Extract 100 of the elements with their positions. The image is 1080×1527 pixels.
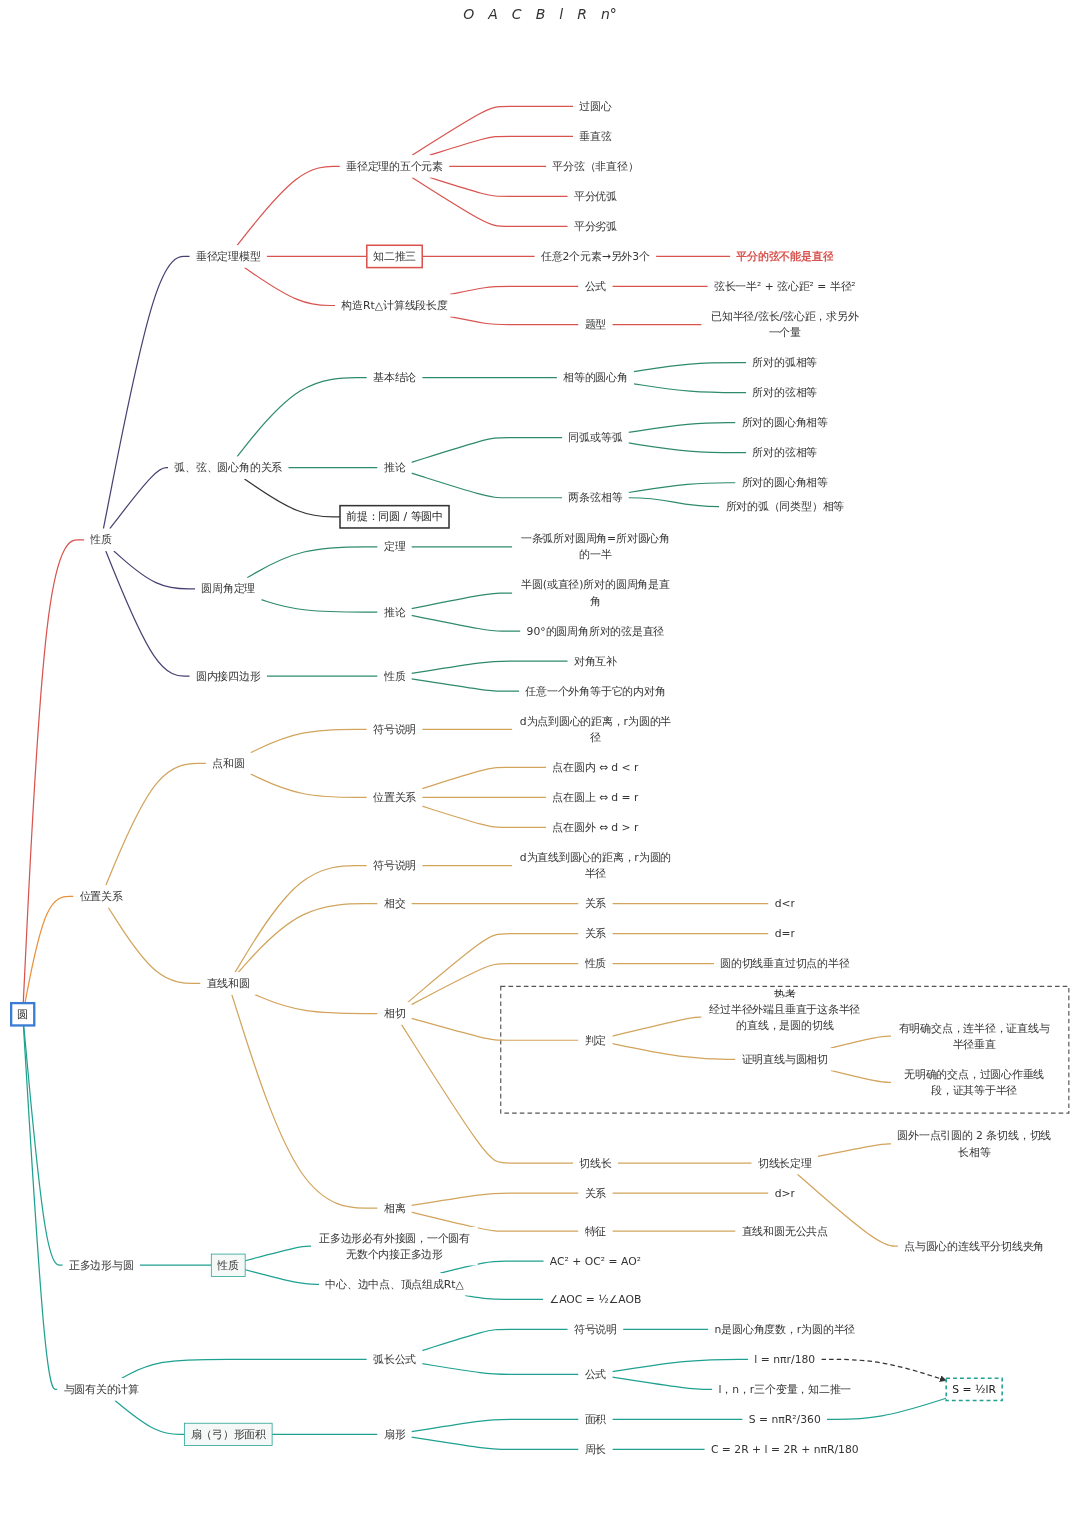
- connector: [611, 285, 709, 287]
- connector: [633, 382, 747, 393]
- node-text: 关系: [584, 896, 607, 910]
- connector: [231, 993, 379, 1209]
- connector: [410, 660, 569, 674]
- connector: [410, 1211, 580, 1232]
- node-text: 半圆(或直径)所对的圆周角是直角: [521, 578, 670, 607]
- node-text: 垂径定理模型: [195, 249, 261, 262]
- node-text: 弦长一半² + 弦心距² = 半径²: [713, 279, 856, 292]
- connector: [448, 165, 547, 167]
- node-text: 性质: [90, 533, 112, 546]
- connector: [611, 902, 770, 904]
- connector: [421, 864, 513, 866]
- connector: [236, 165, 341, 246]
- connector: [102, 255, 191, 529]
- node-text: n是圆心角度数，r为圆的半径: [714, 1322, 856, 1335]
- connector: [464, 1294, 544, 1300]
- node-text: 平分优弧: [573, 189, 617, 202]
- node-box: 知二推三: [366, 244, 423, 268]
- figure-label: B: [535, 6, 546, 22]
- connector: [411, 105, 574, 156]
- connector: [254, 993, 379, 1014]
- node-text: 一条弧所对圆周角=所对圆心角的一半: [520, 531, 670, 561]
- node-text: 过圆心: [579, 99, 612, 112]
- connector: [429, 176, 569, 197]
- node-text: 垂径定理的五个元素: [346, 159, 444, 172]
- node-text: 相离: [383, 1201, 406, 1214]
- connector: [421, 1362, 580, 1375]
- connector: [114, 1399, 185, 1435]
- node-text: 周长: [584, 1442, 607, 1455]
- node-box: 扇（弓）形面积: [183, 1422, 273, 1446]
- node-text: l = nπr/180: [754, 1352, 816, 1365]
- node-text: 直线和圆无公共点: [741, 1224, 828, 1237]
- connector: [829, 1069, 892, 1083]
- node-box: 性质: [210, 1253, 246, 1277]
- connector: [410, 902, 580, 904]
- node-text: 正多边形与圆: [68, 1258, 134, 1271]
- connector: [243, 266, 336, 306]
- node-text: d为直线到圆心的距离，r为圆的半径: [519, 850, 672, 880]
- node-text: d<r: [774, 896, 795, 910]
- connector: [237, 902, 379, 973]
- node-text: 任意2个元素→另外3个: [540, 249, 650, 262]
- connector: [410, 592, 513, 609]
- node-text: 90°的圆周角所对的弦是直径: [526, 624, 665, 637]
- node-box: 圆: [10, 1001, 36, 1027]
- figure-label: l: [559, 6, 564, 22]
- connector: [611, 1192, 770, 1194]
- connector: [421, 766, 547, 789]
- node-text: d为点到圆心的距离，r为圆的半径: [519, 714, 672, 743]
- connector: [113, 550, 196, 590]
- connector: [266, 675, 379, 677]
- node-text: 圆的切线垂直过切点的半径: [720, 956, 850, 970]
- connector: [271, 1433, 379, 1435]
- node-text: 符号说明: [372, 722, 417, 735]
- connector: [410, 436, 563, 463]
- node-text: 特征: [584, 1224, 607, 1237]
- node-text: 符号说明: [573, 1322, 617, 1335]
- node-text: 平分的弦不能是直径: [736, 249, 834, 262]
- node-text: 推论: [383, 460, 406, 474]
- node-text: 关系: [584, 1186, 607, 1199]
- node-text: 正多边形必有外接圆，一个圆有无数个内接正多边形: [319, 1231, 470, 1260]
- node-text: S = nπR²/360: [748, 1412, 821, 1425]
- node-text: 无明确的交点，过圆心作垂线段，证其等于半径: [904, 1067, 1045, 1096]
- node-text: 点在圆外 ⇔ d > r: [552, 820, 639, 833]
- connector: [121, 1358, 368, 1379]
- node-text: 相切: [383, 1006, 406, 1019]
- connector: [410, 1017, 580, 1041]
- node-text: 圆周角定理: [201, 582, 256, 595]
- connector: [429, 135, 574, 156]
- connector: [611, 1230, 737, 1232]
- node-text: ∠AOC = ½∠AOB: [549, 1292, 642, 1305]
- connector: [109, 466, 169, 529]
- node-text: 所对的弦相等: [752, 445, 818, 459]
- connector: [655, 255, 731, 257]
- connector: [287, 466, 379, 468]
- connector: [611, 962, 715, 964]
- node-text: 所对的圆心角相等: [741, 415, 828, 429]
- connector: [449, 315, 580, 325]
- node-text: 推论: [383, 605, 406, 618]
- connector: [410, 677, 520, 692]
- connector: [249, 772, 368, 798]
- node-text: 关系: [584, 926, 607, 940]
- connector: [611, 323, 703, 325]
- node-text: 经过半径外端且垂直于这条半径的直线，是圆的切线: [709, 1002, 861, 1031]
- node-text: 中心、边中点、顶点组成Rt△: [325, 1277, 464, 1290]
- connector: [107, 906, 202, 984]
- connector: [617, 1162, 753, 1164]
- connector: [410, 962, 580, 1005]
- connector: [633, 361, 747, 372]
- connector: [244, 1268, 320, 1285]
- node-text: 位置关系: [372, 790, 417, 803]
- node-text: 平分弦（非直径）: [552, 159, 639, 172]
- connector: [439, 1260, 545, 1274]
- node-text: 点在圆上 ⇔ d = r: [552, 790, 639, 803]
- node-text: 性质: [584, 956, 607, 970]
- connector: [627, 442, 747, 453]
- node-text: 公式: [584, 279, 607, 292]
- node-text: 平分劣弧: [573, 219, 617, 232]
- connector: [410, 1418, 580, 1432]
- figure-label: O: [463, 6, 475, 22]
